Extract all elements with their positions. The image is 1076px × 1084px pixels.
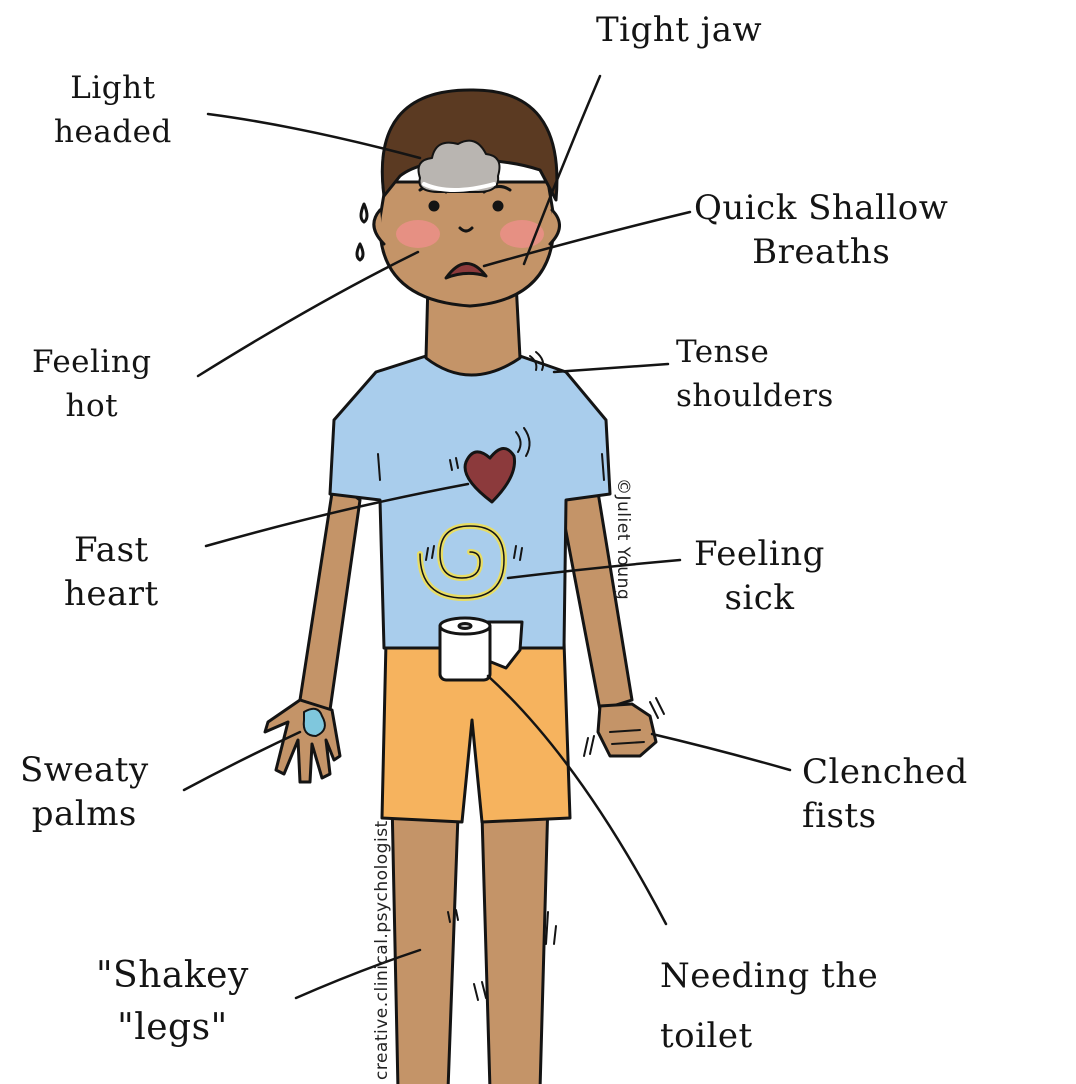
watermark-author: ©Juliet Young	[613, 478, 633, 600]
label-tight-jaw: Tight jaw	[596, 8, 762, 52]
watermark-handle: creative.clinical.psychologist	[372, 820, 392, 1080]
right-cheek	[500, 220, 544, 248]
left-cheek	[396, 220, 440, 248]
palm-sweat	[304, 709, 325, 736]
label-shakey-legs: "Shakey"legs"	[96, 950, 249, 1054]
clenched-fist-hand	[598, 704, 656, 756]
legs	[392, 800, 548, 1084]
sweaty-palm-hand	[265, 700, 340, 782]
sweat-drops	[357, 204, 367, 260]
